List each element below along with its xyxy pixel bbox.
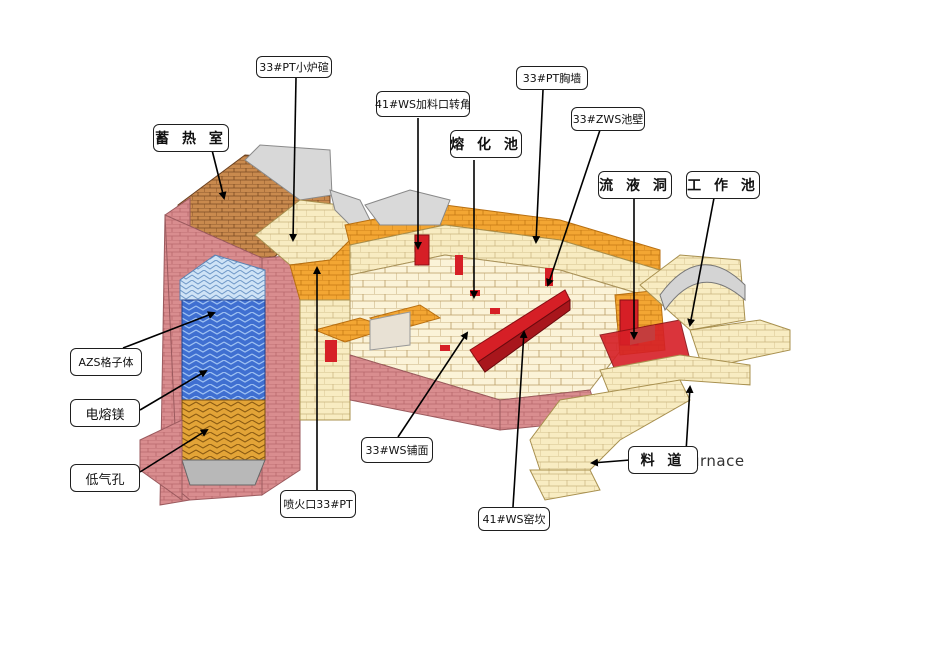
label-fused-magnesia: 电熔镁 xyxy=(70,399,140,427)
label-working-end: 工 作 池 xyxy=(686,171,760,199)
leader-tank-wall xyxy=(546,129,601,287)
leader-port-arch xyxy=(289,77,298,242)
leader-azs-checker xyxy=(122,311,216,349)
label-port-arch: 33#PT小炉碹 xyxy=(256,56,332,78)
label-charging-corner: 41#WS加料口转角 xyxy=(375,91,471,117)
label-paving: 33#WS铺面 xyxy=(361,437,433,463)
leader-breast-wall xyxy=(532,89,544,244)
port-block xyxy=(254,189,381,421)
leader-fused-magnesia xyxy=(139,369,208,411)
leader-working-end xyxy=(687,197,715,327)
leader-furnace-bank xyxy=(512,330,528,508)
label-breast-wall: 33#PT胸墙 xyxy=(516,66,588,90)
label-furnace-bank: 41#WS窑坎 xyxy=(478,507,550,531)
label-tank-wall: 33#ZWS池壁 xyxy=(571,107,645,131)
label-burner-port: 喷火口33#PT xyxy=(280,490,356,518)
label-regenerator: 蓄 热 室 xyxy=(153,124,229,152)
leader-forehearth-left xyxy=(590,458,631,467)
leader-regenerator xyxy=(211,149,227,200)
regenerator-structure xyxy=(139,144,333,506)
label-melting-tank: 熔 化 池 xyxy=(450,130,522,158)
watermark-brand-text: urnace xyxy=(690,452,745,470)
label-throat: 流 液 洞 xyxy=(598,171,672,199)
throat-and-working-end xyxy=(599,254,746,371)
label-low-porosity: 低气孔 xyxy=(70,464,140,492)
leader-lines xyxy=(122,77,715,508)
leader-paving xyxy=(397,331,469,438)
forehearth-channels xyxy=(529,319,791,501)
leader-low-porosity xyxy=(139,428,209,473)
label-azs-checker: AZS格子体 xyxy=(70,348,142,376)
leader-forehearth-down xyxy=(685,385,694,453)
label-forehearth: 料 道 xyxy=(628,446,698,474)
